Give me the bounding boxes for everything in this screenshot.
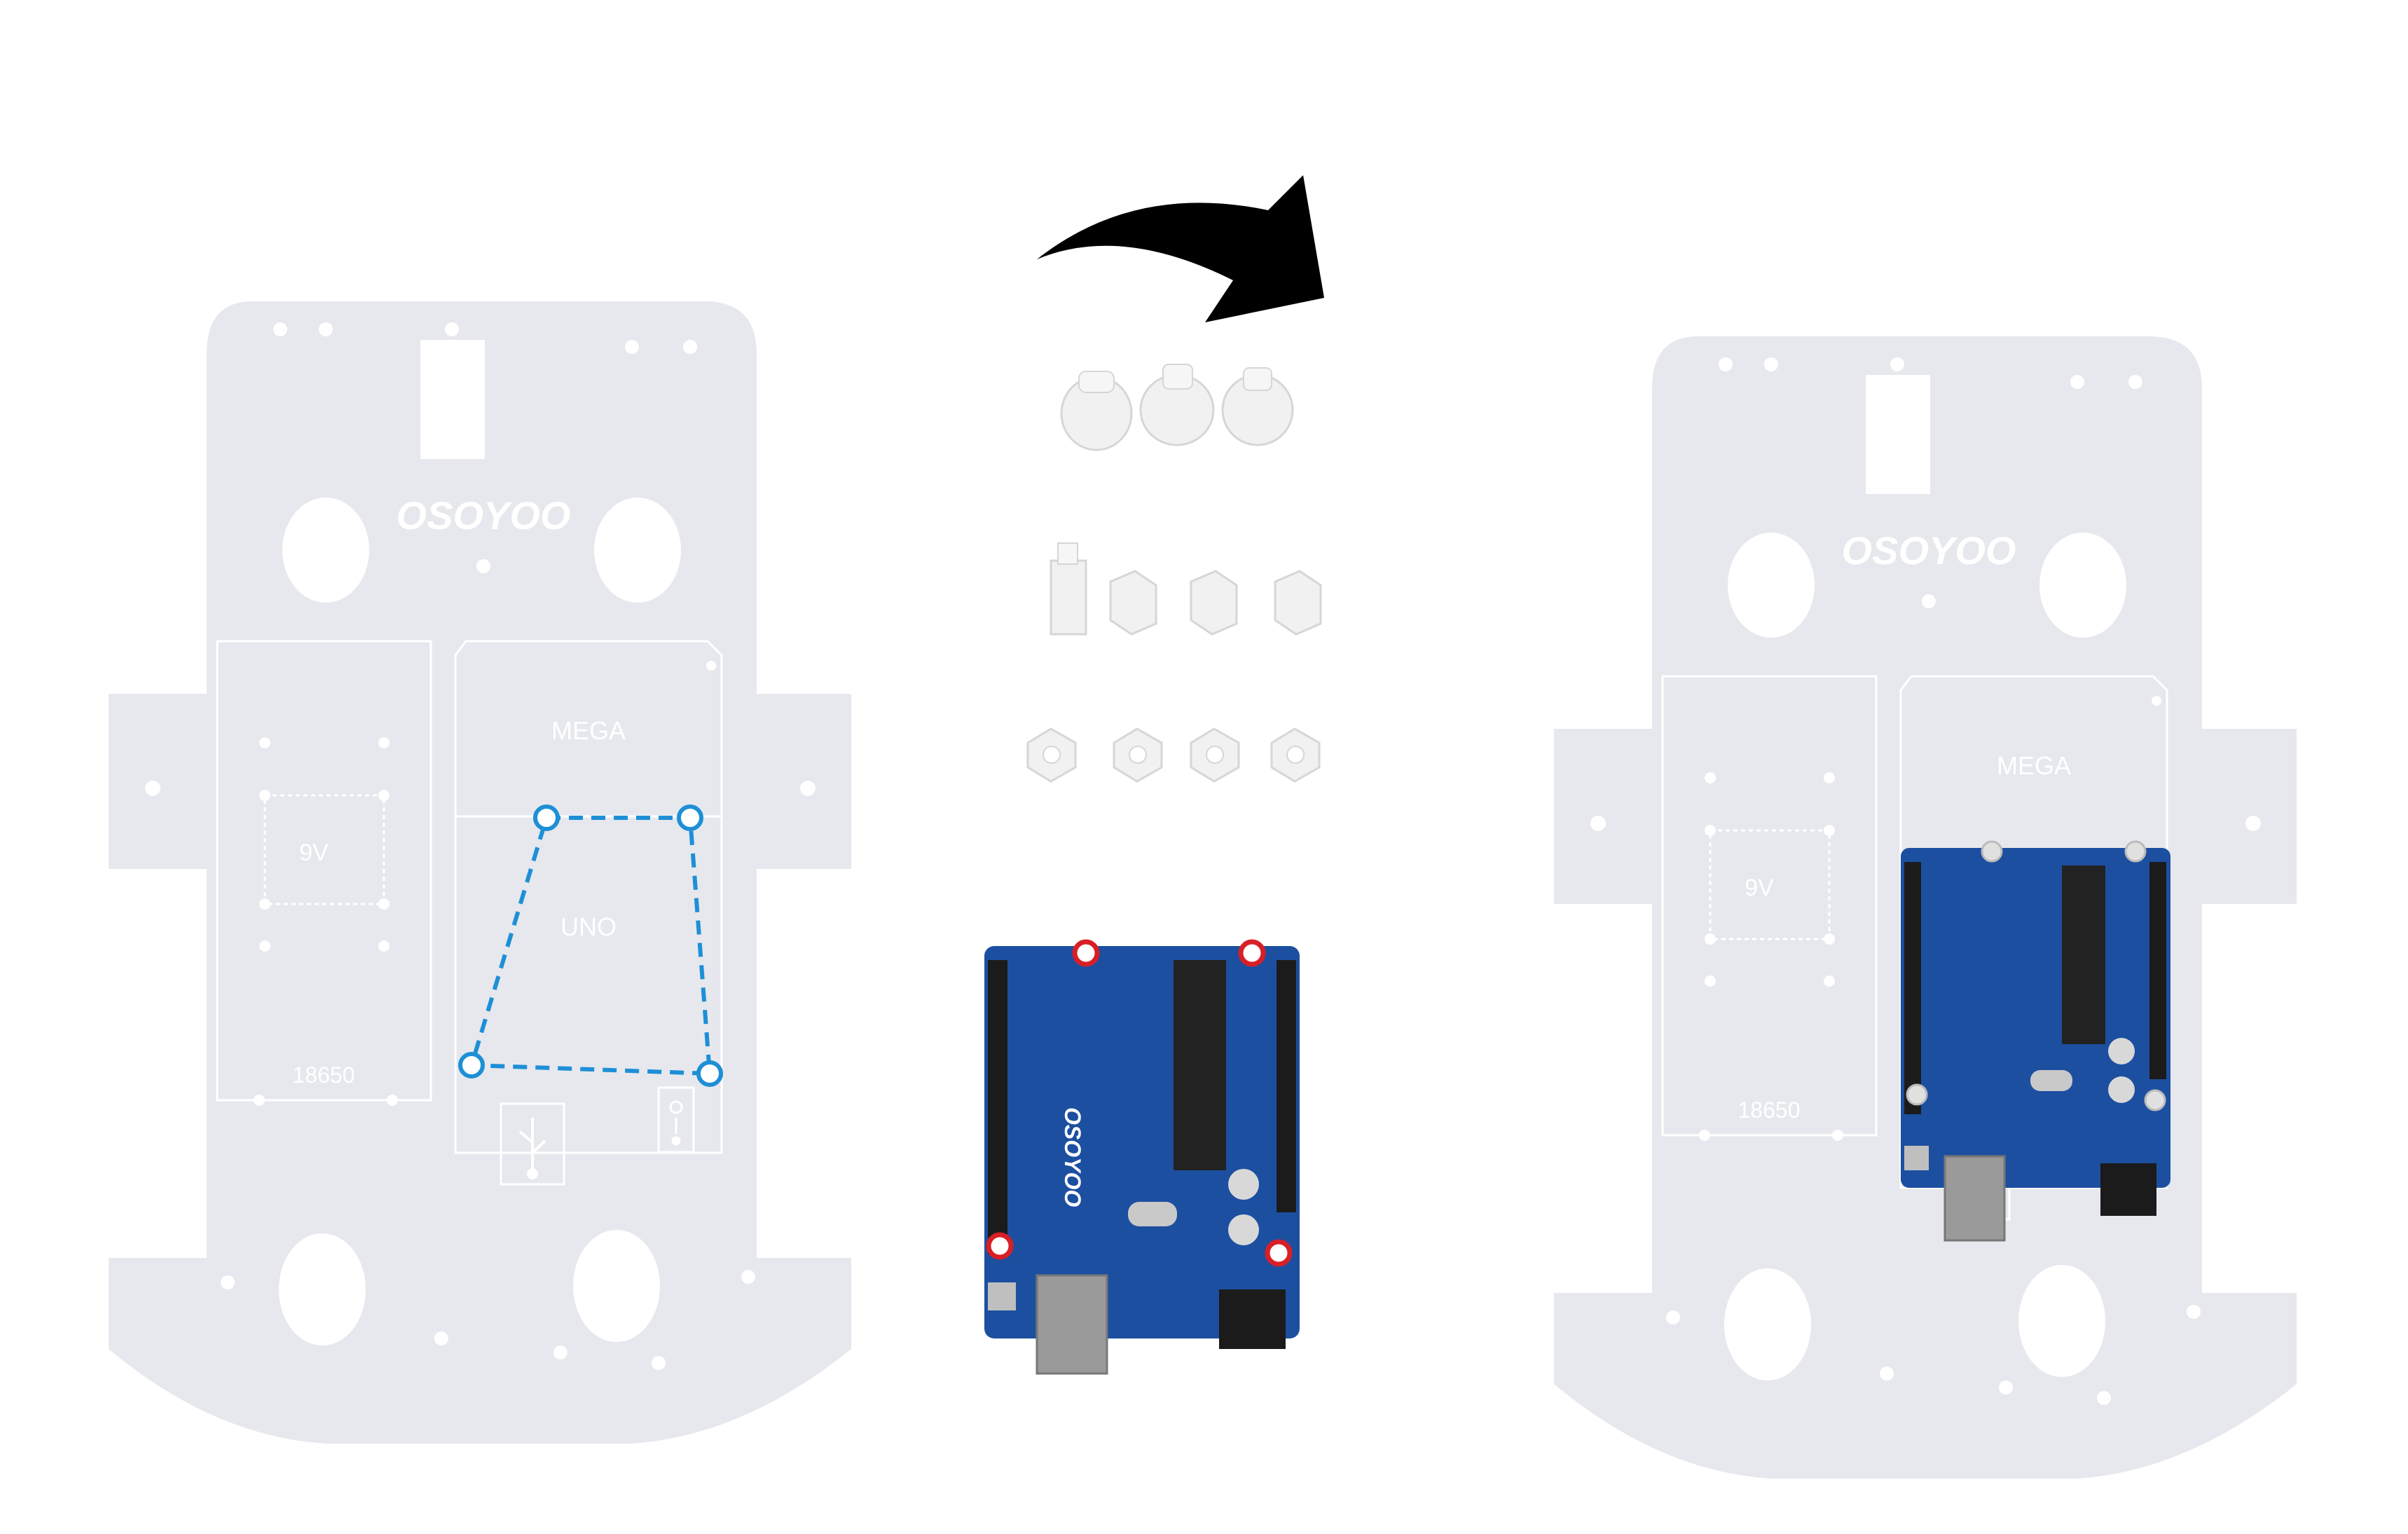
- right-chassis: OSOYOO MEGA 9V 18650: [1554, 336, 2297, 1479]
- right-slot-mega-label: MEGA: [1997, 751, 2071, 780]
- left-slot-mega-label: MEGA: [551, 716, 626, 745]
- standoff-3: [1191, 571, 1237, 634]
- right-slot-18650-label: 18650: [1738, 1097, 1801, 1123]
- nut-2: [1114, 729, 1162, 781]
- left-slot-9v-label: 9V: [299, 840, 329, 866]
- standoff-4: [1275, 571, 1321, 634]
- left-slot-uno-label: UNO: [560, 912, 617, 941]
- nut-1: [1028, 729, 1075, 781]
- screws: [1061, 364, 1293, 450]
- left-chassis-logo: OSOYOO: [397, 493, 571, 537]
- mounted-uno-board: [1901, 842, 2170, 1240]
- right-slot-9v-label: 9V: [1745, 875, 1774, 901]
- standoff-2: [1110, 571, 1156, 634]
- screw-3: [1223, 368, 1293, 445]
- curved-arrow-icon: [1037, 175, 1324, 322]
- hex-nuts: [1028, 729, 1319, 781]
- left-slot-18650-label: 18650: [293, 1062, 355, 1088]
- screw-1: [1061, 371, 1131, 450]
- board-brand: OSOYOO: [1060, 1107, 1085, 1207]
- uno-board: OSOYOO: [984, 942, 1300, 1374]
- standoffs: [1051, 543, 1321, 634]
- right-chassis-logo: OSOYOO: [1842, 528, 2016, 573]
- screw-2: [1141, 364, 1213, 445]
- nut-4: [1272, 729, 1319, 781]
- nut-3: [1191, 729, 1239, 781]
- left-chassis: OSOYOO MEGA UNO 9V 18650: [109, 301, 851, 1444]
- standoff-1: [1051, 543, 1086, 634]
